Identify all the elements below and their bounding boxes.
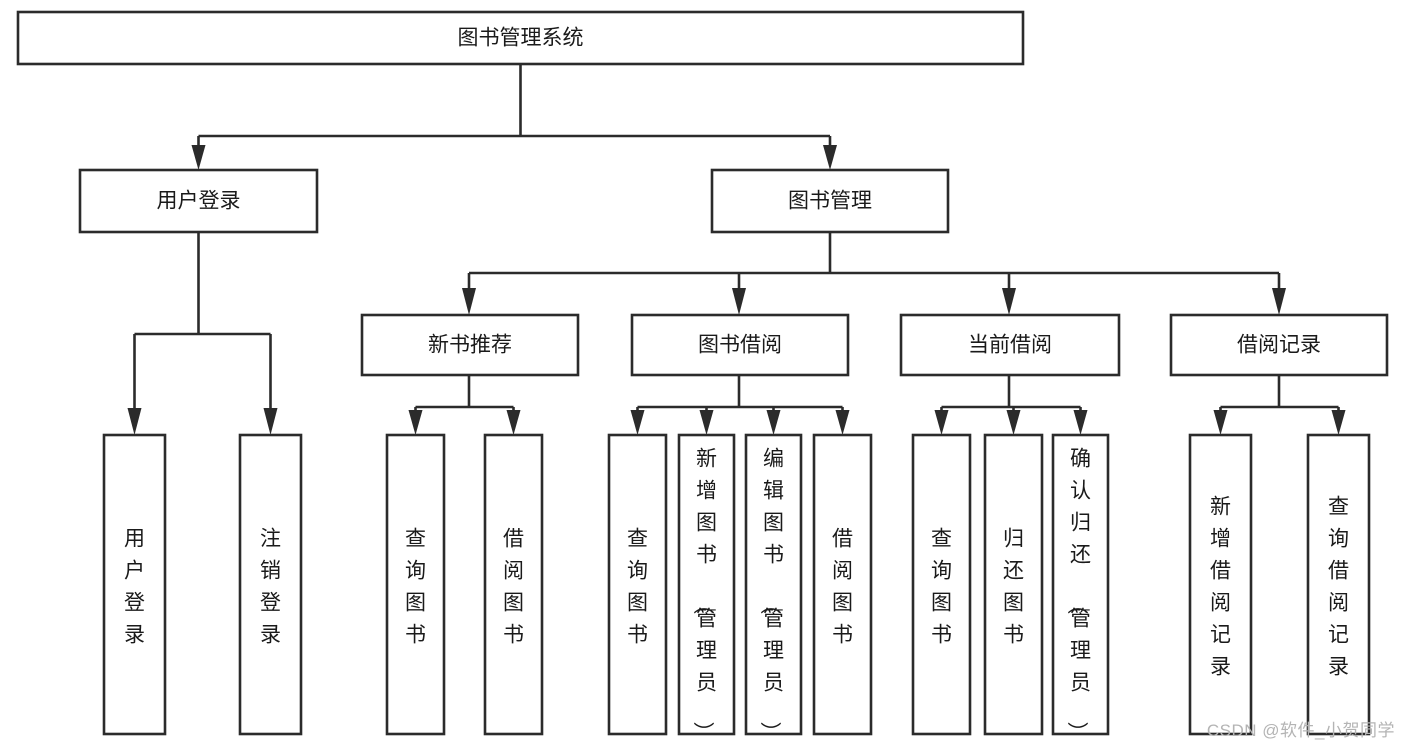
node-current-borrow[interactable]: 当前借阅 [899,313,1121,377]
node-book-management[interactable]: 图书管理 [710,168,950,234]
node-book-management-label: 图书管理 [788,190,872,213]
node-leaf-1-label: 注销登录 [260,527,281,646]
node-book-borrow-box[interactable] [630,313,850,377]
arrow-head-current-borrow [1002,288,1016,315]
arrow-head-bb-leaf4 [835,410,850,435]
node-book-borrow-label: 图书借阅 [698,334,782,357]
arrow-head-bb-leaf3 [766,410,781,435]
node-leaf-1[interactable]: 注销登录 [238,433,303,736]
arrow-head-cb-leaf1 [934,410,949,435]
arrow-head-leaf-logout [263,408,278,435]
arrow-head-cb-leaf3 [1073,410,1088,435]
arrow-head-nb-leaf2 [506,410,521,435]
node-leaf-4-box[interactable] [607,433,668,736]
arrow-head-br-leaf1 [1213,410,1228,435]
node-leaf-0-box[interactable] [102,433,167,736]
node-root-box[interactable] [16,10,1025,66]
node-new-book-recommend-label: 新书推荐 [428,334,512,357]
node-leaf-2-box[interactable] [385,433,446,736]
node-leaf-9[interactable]: 归还图书 [983,433,1044,736]
node-current-borrow-box[interactable] [899,313,1121,377]
node-leaf-5-label: 新增图书（管理员） [691,447,717,742]
node-leaf-3-label: 借阅图书 [503,527,524,646]
node-leaf-9-label: 归还图书 [1003,527,1024,646]
node-leaf-0-label: 用户登录 [124,527,145,646]
arrow-head-book-mgmt [823,145,837,170]
connector-group-borrow-record [1213,375,1346,435]
node-leaf-12-label: 查询借阅记录 [1328,495,1349,678]
node-leaf-12-box[interactable] [1306,433,1371,736]
node-root-label: 图书管理系统 [458,27,584,50]
node-leaf-3[interactable]: 借阅图书 [483,433,544,736]
connector-group-current-borrow [934,375,1088,435]
node-leaf-5[interactable]: 新增图书（管理员） [677,433,736,742]
connector-group-book-borrow [630,375,850,435]
node-leaf-10-label: 确认归还（管理员） [1065,447,1091,742]
node-user-login-label: 用户登录 [157,190,241,213]
connector-group-root [191,64,837,170]
arrow-head-book-borrow [732,288,746,315]
node-leaf-4-label: 查询图书 [627,527,648,646]
node-borrow-record[interactable]: 借阅记录 [1169,313,1389,377]
node-new-book-recommend-box[interactable] [360,313,580,377]
leaf-node-layer: 用户登录 注销登录 查询图书 借阅图书 查询图书 新增图书（管理员） 编辑图书（管理员） 借阅… [102,433,1371,742]
connector-group-user-login [127,232,278,435]
arrow-head-bb-leaf2 [699,410,714,435]
node-leaf-8[interactable]: 查询图书 [911,433,972,736]
node-leaf-8-label: 查询图书 [931,527,952,646]
arrow-head-cb-leaf2 [1006,410,1021,435]
node-leaf-6[interactable]: 编辑图书（管理员） [744,433,803,742]
arrow-head-br-leaf2 [1331,410,1346,435]
arrow-head-bb-leaf1 [630,410,645,435]
node-leaf-2-label: 查询图书 [405,527,426,646]
node-leaf-12[interactable]: 查询借阅记录 [1306,433,1371,736]
node-user-login[interactable]: 用户登录 [78,168,319,234]
node-leaf-8-box[interactable] [911,433,972,736]
node-leaf-7[interactable]: 借阅图书 [812,433,873,736]
connector-group-new-book-rec [408,375,521,435]
node-leaf-4[interactable]: 查询图书 [607,433,668,736]
node-borrow-record-box[interactable] [1169,313,1389,377]
node-leaf-2[interactable]: 查询图书 [385,433,446,736]
node-leaf-11-box[interactable] [1188,433,1253,736]
node-leaf-0[interactable]: 用户登录 [102,433,167,736]
node-borrow-record-label: 借阅记录 [1237,334,1321,357]
node-root[interactable]: 图书管理系统 [16,10,1025,66]
connector-group-book-mgmt [462,232,1286,315]
node-leaf-5-box[interactable] [677,433,736,736]
node-book-management-box[interactable] [710,168,950,234]
node-leaf-10-box[interactable] [1051,433,1110,736]
node-leaf-9-box[interactable] [983,433,1044,736]
node-leaf-11-label: 新增借阅记录 [1210,495,1231,678]
node-leaf-6-label: 编辑图书（管理员） [758,447,784,742]
node-leaf-11[interactable]: 新增借阅记录 [1188,433,1253,736]
node-new-book-recommend[interactable]: 新书推荐 [360,313,580,377]
node-current-borrow-label: 当前借阅 [968,334,1052,357]
arrow-head-nb-leaf1 [408,410,423,435]
node-leaf-10[interactable]: 确认归还（管理员） [1051,433,1110,742]
arrow-head-leaf-user-login [127,408,142,435]
arrow-head-new-book-rec [462,288,476,315]
arrow-head-borrow-record [1272,288,1286,315]
node-leaf-7-box[interactable] [812,433,873,736]
node-book-borrow[interactable]: 图书借阅 [630,313,850,377]
arrow-head-user-login [191,145,206,170]
node-user-login-box[interactable] [78,168,319,234]
node-leaf-1-box[interactable] [238,433,303,736]
node-leaf-7-label: 借阅图书 [832,527,853,646]
node-leaf-3-box[interactable] [483,433,544,736]
node-leaf-6-box[interactable] [744,433,803,736]
